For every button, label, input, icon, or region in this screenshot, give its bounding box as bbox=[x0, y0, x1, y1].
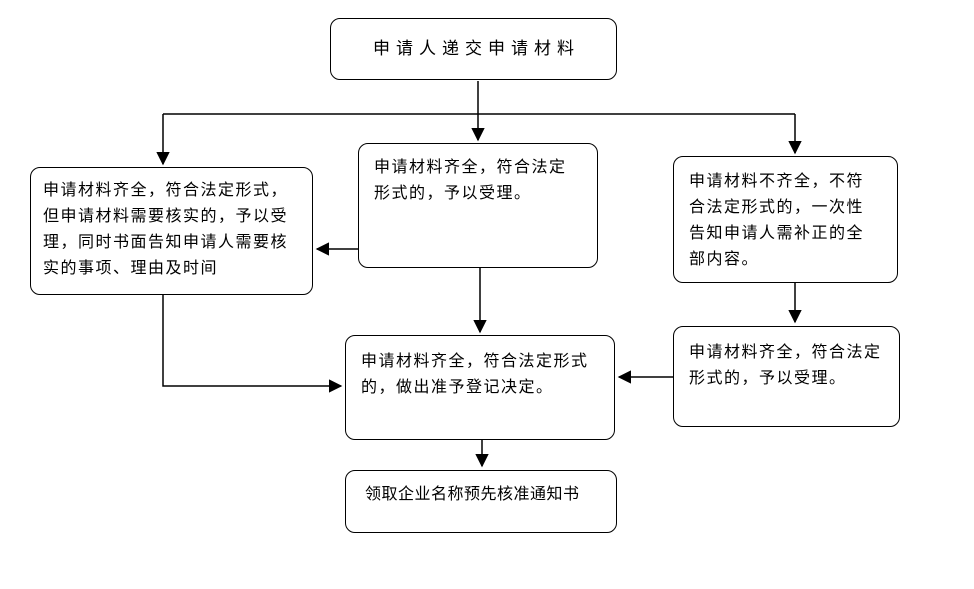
node-accept-with-verification: 申请材料齐全，符合法定形式，但申请材料需要核实的，予以受理，同时书面告知申请人需… bbox=[30, 167, 313, 295]
node-incomplete-notify-corrections: 申请材料不齐全，不符合法定形式的，一次性告知申请人需补正的全部内容。 bbox=[673, 156, 898, 283]
node-approve-registration-decision-label: 申请材料齐全，符合法定形式的，做出准予登记决定。 bbox=[361, 353, 589, 396]
node-receive-approval-notice: 领取企业名称预先核准通知书 bbox=[345, 470, 617, 533]
node-accept-complete-label: 申请材料齐全，符合法定形式的，予以受理。 bbox=[374, 159, 567, 202]
node-approve-registration-decision: 申请材料齐全，符合法定形式的，做出准予登记决定。 bbox=[345, 335, 615, 440]
node-submit-materials: 申请人递交申请材料 bbox=[330, 18, 617, 80]
node-accept-with-verification-label: 申请材料齐全，符合法定形式，但申请材料需要核实的，予以受理，同时书面告知申请人需… bbox=[43, 182, 289, 277]
node-accept-complete: 申请材料齐全，符合法定形式的，予以受理。 bbox=[358, 143, 598, 268]
node-receive-approval-notice-label: 领取企业名称预先核准通知书 bbox=[365, 486, 580, 503]
node-submit-materials-label: 申请人递交申请材料 bbox=[373, 39, 580, 58]
node-incomplete-notify-corrections-label: 申请材料不齐全，不符合法定形式的，一次性告知申请人需补正的全部内容。 bbox=[689, 173, 865, 268]
arrow-left-to-decision bbox=[162, 295, 343, 393]
node-accept-after-correction-label: 申请材料齐全，符合法定形式的，予以受理。 bbox=[689, 344, 882, 387]
node-accept-after-correction: 申请材料齐全，符合法定形式的，予以受理。 bbox=[673, 326, 900, 427]
